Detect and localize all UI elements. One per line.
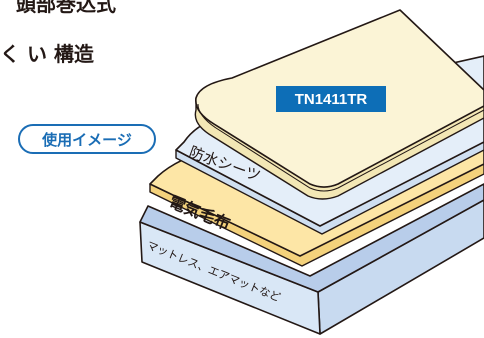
usage-image-badge: 使用イメージ: [18, 124, 156, 154]
mattress-layer: [139, 183, 484, 335]
mattress-top: [139, 183, 484, 293]
product-badge: [276, 86, 386, 112]
heading-line-2: く い 構造: [0, 42, 94, 66]
heading-line-1: 頭部巻込式: [16, 0, 116, 16]
top-pad-edge-line: [197, 103, 484, 192]
product-badge-label: TN1411TR: [295, 91, 368, 108]
